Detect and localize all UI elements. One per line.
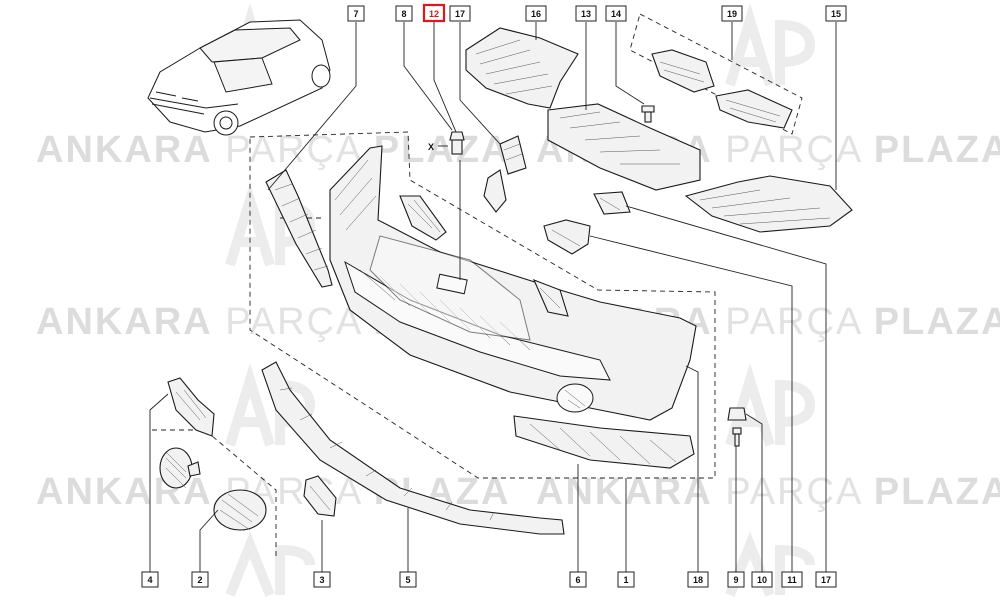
callout-16: 16: [525, 5, 547, 22]
callout-8: 8: [395, 5, 413, 22]
callout-label: 15: [831, 9, 841, 19]
callout-2: 2: [191, 571, 209, 588]
callout-4: 4: [141, 571, 159, 588]
callout-7: 7: [347, 5, 365, 22]
side-bracket-upper: [593, 191, 631, 215]
upper-mounting-bracket: [483, 135, 527, 213]
callout-label: 9: [733, 575, 738, 585]
callout-label: 10: [757, 575, 767, 585]
callout-label: 17: [455, 9, 465, 19]
lower-undertray: [684, 175, 853, 233]
callout-label: 7: [353, 9, 358, 19]
watermark-logo: [225, 531, 315, 597]
callout-11: 11: [781, 571, 803, 588]
air-deflector-set: [651, 49, 793, 129]
front-bumper-cover: [329, 145, 697, 421]
leader-lines: [149, 22, 837, 572]
watermark-row: ANKARA PARÇA PLAZA: [536, 471, 1000, 513]
corner-insert-right: [532, 279, 569, 317]
callout-label: 14: [611, 9, 621, 19]
side-bracket-lower: [543, 219, 591, 255]
callout-label: 18: [693, 575, 703, 585]
callout-15: 15: [825, 5, 847, 22]
lower-corner-trim: [303, 475, 337, 517]
dimension-marker: X: [428, 142, 434, 152]
watermark-row: ANKARA PARÇA PLAZA: [36, 129, 510, 171]
callout-9: 9: [727, 571, 745, 588]
callout-17-lower: 17: [815, 571, 837, 588]
lower-bumper-lip: [513, 415, 695, 469]
callout-label: 12: [429, 9, 439, 19]
callout-12-highlighted: 12: [422, 3, 446, 23]
undertray-bolt: [641, 105, 655, 123]
callout-17: 17: [449, 5, 471, 22]
callout-label: 11: [787, 575, 797, 585]
upper-undertray: [465, 27, 579, 109]
car-thumbnail: [147, 19, 331, 136]
front-spoiler-strip: [261, 361, 565, 535]
callout-18: 18: [687, 571, 709, 588]
callout-1: 1: [617, 571, 635, 588]
callout-label: 13: [581, 9, 591, 19]
watermark-logo: [725, 2, 816, 87]
callout-label: 4: [147, 575, 152, 585]
fog-lamp-assembly: [159, 447, 267, 531]
callout-label: 5: [405, 575, 410, 585]
callout-label: 2: [197, 575, 202, 585]
callout-label: 8: [401, 9, 406, 19]
fog-lamp-cover-left: [167, 377, 215, 437]
callout-label: 6: [575, 575, 580, 585]
callout-6: 6: [569, 571, 587, 588]
callout-label: 17: [821, 575, 831, 585]
callout-10: 10: [751, 571, 773, 588]
upper-fasteners: X: [428, 131, 465, 155]
callout-13: 13: [575, 5, 597, 22]
callout-3: 3: [313, 571, 331, 588]
callout-label: 1: [623, 575, 628, 585]
side-trim-strip: [265, 169, 333, 288]
callout-label: 3: [319, 575, 324, 585]
callout-label: 16: [531, 9, 541, 19]
callout-5: 5: [399, 571, 417, 588]
center-undertray: [547, 103, 701, 191]
fog-lamp-cover-upper: [399, 195, 447, 241]
callout-label: 19: [727, 9, 737, 19]
callout-19: 19: [721, 5, 743, 22]
clip-and-screw: [727, 407, 747, 447]
callout-14: 14: [605, 5, 627, 22]
